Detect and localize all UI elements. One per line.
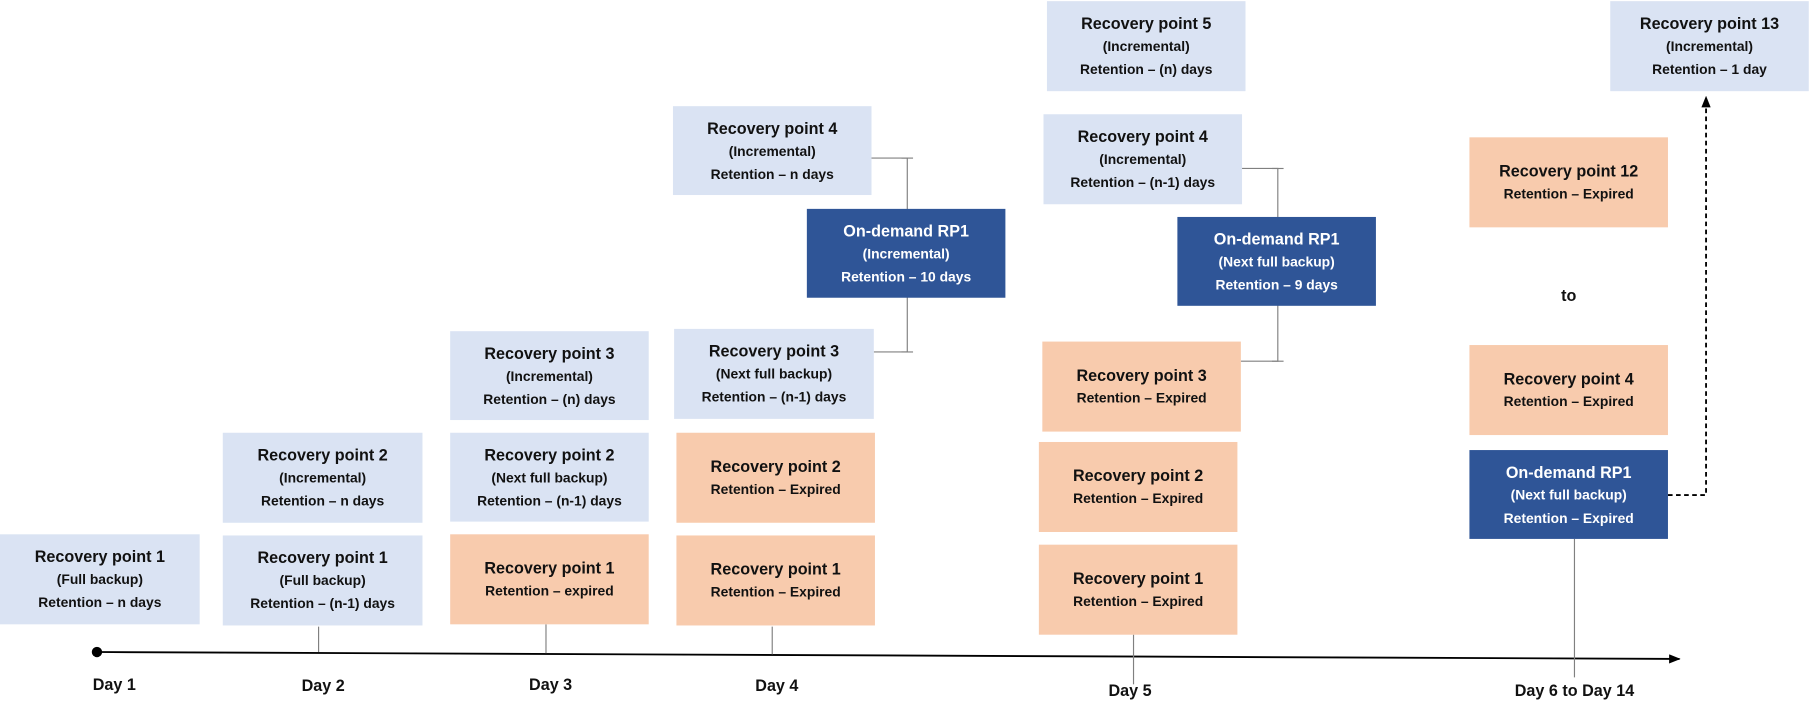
box-retention: Retention – 9 days	[1215, 276, 1338, 293]
box-title: Recovery point 1	[484, 558, 615, 577]
box-retention: Retention – Expired	[710, 583, 841, 601]
box-retention: Retention – (n-1) days	[250, 595, 395, 612]
box-title: Recovery point 4	[1503, 369, 1634, 388]
day-label-3: Day 3	[529, 675, 573, 694]
box-title: On-demand RP1	[1213, 229, 1340, 248]
box-retention: Retention – Expired	[1073, 490, 1204, 507]
box-backup-type: (Incremental)	[862, 245, 950, 262]
box-retention: Retention – Expired	[710, 481, 841, 498]
box-retention: Retention – Expired	[1503, 509, 1634, 526]
box-backup-type: (Incremental)	[1099, 151, 1187, 168]
day-5-recovery-point-4: Recovery point 4 (Incremental) Retention…	[1043, 114, 1243, 205]
box-retention: Retention – 10 days	[841, 268, 972, 285]
dashed-arrow-to-rp13	[1667, 95, 1711, 496]
box-title: Recovery point 3	[708, 341, 840, 361]
box-title: Recovery point 12	[1499, 161, 1639, 181]
box-backup-type: (Incremental)	[728, 142, 816, 159]
box-title: On-demand RP1	[1505, 462, 1632, 481]
box-title: Recovery point 3	[1076, 365, 1207, 385]
day-label-4: Day 4	[755, 676, 799, 695]
box-title: Recovery point 13	[1639, 13, 1780, 33]
day-2-recovery-point-2: Recovery point 2 (Incremental) Retention…	[222, 432, 423, 523]
box-backup-type: (Incremental)	[1666, 38, 1754, 55]
box-retention: Retention – Expired	[1503, 393, 1634, 410]
box-title: Recovery point 1	[1073, 568, 1204, 588]
day-5-on-demand-rp1: On-demand RP1 (Next full backup) Retenti…	[1177, 216, 1376, 306]
timeline-axis	[96, 651, 1681, 664]
day-label-1: Day 1	[92, 675, 136, 694]
box-retention: Retention – (n-1) days	[477, 492, 622, 509]
day-4-on-demand-rp1: On-demand RP1 (Incremental) Retention – …	[806, 208, 1006, 298]
box-backup-type: (Full backup)	[279, 572, 366, 589]
range-to-label: to	[1561, 286, 1577, 305]
timeline-start-dot	[91, 646, 103, 658]
box-retention: Retention – Expired	[1076, 390, 1207, 407]
box-retention: Retention – (n) days	[483, 390, 616, 407]
box-title: Recovery point 2	[257, 445, 388, 464]
box-title: Recovery point 4	[707, 118, 838, 137]
day-4-recovery-point-2: Recovery point 2 Retention – Expired	[676, 432, 875, 523]
box-retention: Retention – (n) days	[1080, 61, 1213, 78]
day-6-recovery-point-13: Recovery point 13 (Incremental) Retentio…	[1610, 1, 1809, 92]
box-title: Recovery point 1	[34, 546, 165, 566]
day-3-recovery-point-3: Recovery point 3 (Incremental) Retention…	[450, 331, 649, 421]
box-backup-type: (Next full backup)	[715, 365, 833, 382]
day-6-recovery-point-12: Recovery point 12 Retention – Expired	[1469, 137, 1668, 228]
day-5-recovery-point-2: Recovery point 2 Retention – Expired	[1038, 441, 1238, 532]
day-label-2: Day 2	[301, 676, 345, 695]
box-retention: Retention – n days	[38, 594, 162, 611]
day-4-recovery-point-3: Recovery point 3 (Next full backup) Rete…	[674, 328, 874, 419]
day-5-recovery-point-3: Recovery point 3 Retention – Expired	[1042, 341, 1241, 432]
day-4-recovery-point-1: Recovery point 1 Retention – Expired	[676, 535, 875, 626]
box-title: Recovery point 3	[484, 343, 615, 362]
box-retention: Retention – expired	[485, 582, 614, 599]
day-3-recovery-point-2: Recovery point 2 (Next full backup) Rete…	[450, 432, 649, 522]
day-2-recovery-point-1: Recovery point 1 (Full backup) Retention…	[222, 535, 423, 626]
box-title: Recovery point 1	[257, 548, 388, 567]
day-6-on-demand-rp1: On-demand RP1 (Next full backup) Retenti…	[1469, 450, 1668, 539]
day-label-6-to-14: Day 6 to Day 14	[1514, 680, 1635, 700]
box-retention: Retention – Expired	[1073, 593, 1204, 610]
day-5-recovery-point-1: Recovery point 1 Retention – Expired	[1038, 544, 1238, 635]
box-retention: Retention – 1 day	[1652, 61, 1767, 78]
box-retention: Retention – (n-1) days	[1070, 174, 1216, 191]
box-title: Recovery point 1	[710, 559, 841, 579]
box-backup-type: (Next full backup)	[1510, 486, 1627, 503]
box-backup-type: (Incremental)	[279, 469, 367, 486]
box-title: Recovery point 4	[1077, 126, 1208, 146]
box-title: Recovery point 2	[1073, 466, 1204, 485]
box-title: On-demand RP1	[843, 220, 969, 240]
day-5-recovery-point-5: Recovery point 5 (Incremental) Retention…	[1046, 1, 1246, 92]
box-backup-type: (Incremental)	[505, 367, 593, 384]
day-3-recovery-point-1: Recovery point 1 Retention – expired	[450, 534, 649, 625]
day-label-5: Day 5	[1108, 680, 1152, 700]
box-retention: Retention – n days	[710, 165, 834, 182]
day-1-recovery-point-1: Recovery point 1 (Full backup) Retention…	[0, 534, 200, 625]
day-6-recovery-point-4: Recovery point 4 Retention – Expired	[1469, 345, 1668, 436]
box-backup-type: (Next full backup)	[491, 469, 608, 486]
box-backup-type: (Full backup)	[56, 571, 143, 588]
box-title: Recovery point 2	[484, 444, 615, 464]
box-title: Recovery point 5	[1081, 13, 1212, 33]
day-4-recovery-point-4: Recovery point 4 (Incremental) Retention…	[672, 106, 872, 196]
box-retention: Retention – Expired	[1503, 185, 1634, 202]
box-backup-type: (Incremental)	[1102, 38, 1190, 55]
box-title: Recovery point 2	[710, 456, 841, 476]
box-retention: Retention – (n-1) days	[701, 388, 847, 406]
box-retention: Retention – n days	[261, 492, 385, 509]
box-backup-type: (Next full backup)	[1218, 253, 1335, 270]
